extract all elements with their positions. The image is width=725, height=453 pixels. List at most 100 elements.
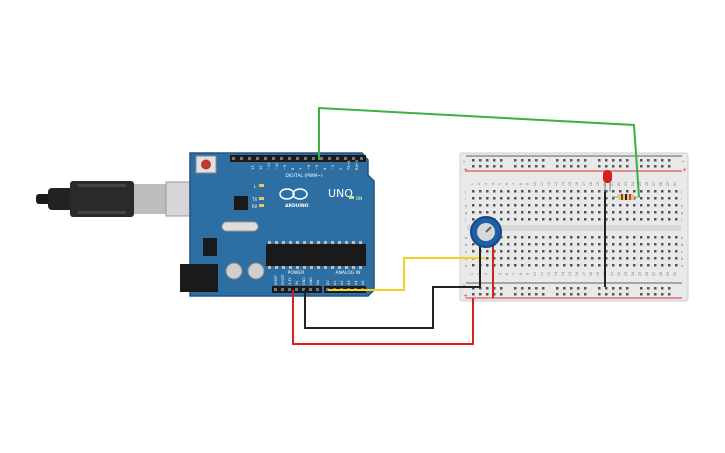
breadboard-hole[interactable] [675,204,678,207]
breadboard-hole[interactable] [598,165,601,168]
breadboard-hole[interactable] [584,243,587,246]
breadboard-hole[interactable] [493,159,496,162]
breadboard-hole[interactable] [598,264,601,267]
breadboard-hole[interactable] [542,190,545,193]
header-pin[interactable] [326,288,329,291]
usb-cable[interactable] [36,181,217,217]
breadboard-hole[interactable] [521,197,524,200]
breadboard-hole[interactable] [605,264,608,267]
breadboard-hole[interactable] [556,190,559,193]
breadboard-hole[interactable] [563,287,566,290]
breadboard-hole[interactable] [563,211,566,214]
breadboard-hole[interactable] [486,287,489,290]
breadboard-hole[interactable] [612,204,615,207]
breadboard-hole[interactable] [528,218,531,221]
breadboard-hole[interactable] [605,250,608,253]
header-pin[interactable] [240,157,243,160]
breadboard-hole[interactable] [584,287,587,290]
breadboard-hole[interactable] [521,218,524,221]
breadboard-hole[interactable] [647,257,650,260]
breadboard-hole[interactable] [570,165,573,168]
breadboard-hole[interactable] [570,197,573,200]
breadboard-hole[interactable] [514,165,517,168]
breadboard-hole[interactable] [563,165,566,168]
breadboard-hole[interactable] [605,190,608,193]
breadboard-hole[interactable] [535,250,538,253]
breadboard-hole[interactable] [472,165,475,168]
breadboard-hole[interactable] [549,197,552,200]
breadboard-hole[interactable] [507,257,510,260]
breadboard-hole[interactable] [472,287,475,290]
breadboard-hole[interactable] [542,243,545,246]
breadboard-hole[interactable] [619,236,622,239]
breadboard-hole[interactable] [570,204,573,207]
breadboard-hole[interactable] [654,287,657,290]
header-pin[interactable] [295,288,298,291]
breadboard-hole[interactable] [577,197,580,200]
breadboard-hole[interactable] [633,236,636,239]
breadboard-hole[interactable] [472,218,475,221]
breadboard-hole[interactable] [626,204,629,207]
breadboard-hole[interactable] [668,257,671,260]
breadboard-hole[interactable] [500,243,503,246]
breadboard-hole[interactable] [535,211,538,214]
breadboard-hole[interactable] [661,257,664,260]
breadboard-hole[interactable] [486,250,489,253]
breadboard-hole[interactable] [500,190,503,193]
breadboard-hole[interactable] [514,287,517,290]
breadboard-hole[interactable] [549,190,552,193]
breadboard-hole[interactable] [654,165,657,168]
breadboard-hole[interactable] [563,190,566,193]
breadboard-hole[interactable] [591,204,594,207]
breadboard-hole[interactable] [486,190,489,193]
breadboard-hole[interactable] [563,197,566,200]
breadboard-hole[interactable] [640,293,643,296]
breadboard-hole[interactable] [542,159,545,162]
breadboard-hole[interactable] [584,250,587,253]
header-pin[interactable] [280,157,283,160]
breadboard-hole[interactable] [577,218,580,221]
breadboard-hole[interactable] [521,243,524,246]
breadboard-hole[interactable] [584,165,587,168]
breadboard-hole[interactable] [640,211,643,214]
breadboard-hole[interactable] [556,211,559,214]
breadboard-hole[interactable] [556,165,559,168]
breadboard-hole[interactable] [675,211,678,214]
breadboard-hole[interactable] [661,236,664,239]
breadboard-hole[interactable] [647,250,650,253]
breadboard-hole[interactable] [493,287,496,290]
breadboard-hole[interactable] [640,264,643,267]
breadboard-hole[interactable] [514,197,517,200]
breadboard-hole[interactable] [598,243,601,246]
green-wire[interactable] [318,106,640,198]
breadboard-hole[interactable] [654,257,657,260]
breadboard-hole[interactable] [472,211,475,214]
breadboard-hole[interactable] [542,218,545,221]
breadboard-hole[interactable] [556,287,559,290]
breadboard-hole[interactable] [605,243,608,246]
breadboard-hole[interactable] [535,243,538,246]
breadboard-hole[interactable] [521,159,524,162]
breadboard-hole[interactable] [640,197,643,200]
breadboard-hole[interactable] [661,250,664,253]
breadboard-hole[interactable] [661,293,664,296]
breadboard-hole[interactable] [528,190,531,193]
breadboard-hole[interactable] [668,293,671,296]
breadboard-hole[interactable] [598,287,601,290]
breadboard-hole[interactable] [507,190,510,193]
potentiometer[interactable] [470,216,502,248]
header-pin[interactable] [360,157,363,160]
breadboard-hole[interactable] [493,250,496,253]
breadboard-hole[interactable] [619,165,622,168]
breadboard-hole[interactable] [570,257,573,260]
breadboard-hole[interactable] [556,250,559,253]
breadboard-hole[interactable] [507,250,510,253]
breadboard-hole[interactable] [514,243,517,246]
breadboard-hole[interactable] [619,293,622,296]
breadboard-hole[interactable] [668,159,671,162]
breadboard-hole[interactable] [563,257,566,260]
breadboard-hole[interactable] [598,211,601,214]
breadboard-hole[interactable] [584,159,587,162]
header-pin[interactable] [352,157,355,160]
breadboard-hole[interactable] [507,264,510,267]
